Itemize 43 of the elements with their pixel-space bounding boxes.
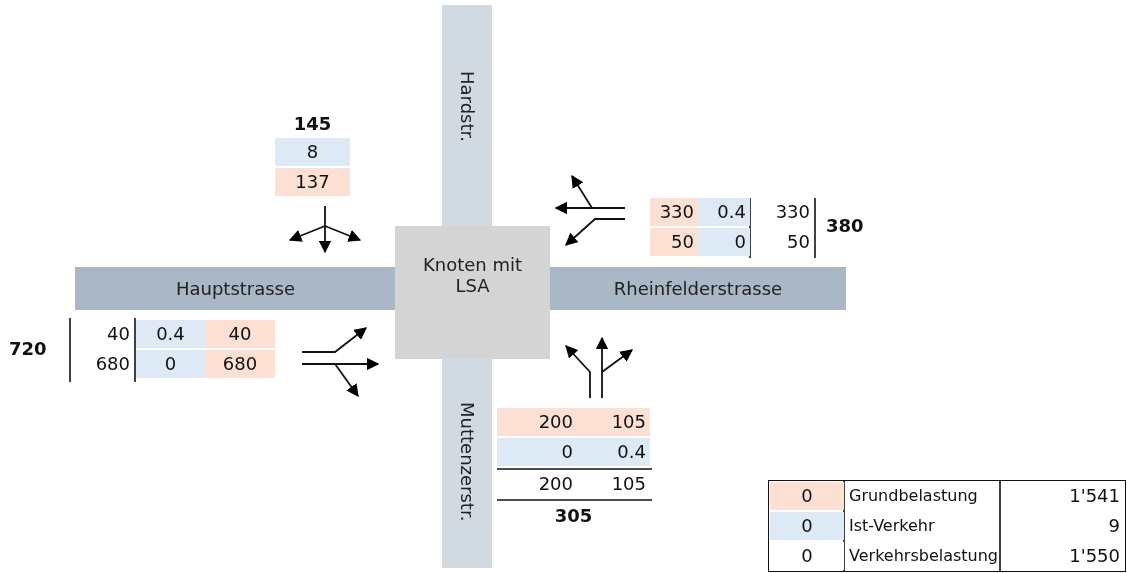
count-value: 0.4 xyxy=(136,320,205,348)
count-value: 0 xyxy=(136,350,205,378)
count-value: 105 xyxy=(610,472,647,496)
count-value: 105 xyxy=(577,408,650,436)
junction-box xyxy=(395,226,550,359)
total-value: 145 xyxy=(292,112,333,136)
legend-text: Grundbelastung xyxy=(848,485,979,507)
swatch-value: 0 xyxy=(800,544,814,568)
street-name: Muttenzerstr. xyxy=(456,402,478,522)
count-value: 50 xyxy=(786,230,811,254)
count-value: 0.4 xyxy=(577,438,650,466)
count-value: 200 xyxy=(497,408,577,436)
total-value: 380 xyxy=(825,214,865,238)
street-name: Hardstr. xyxy=(456,71,478,142)
count-value: 40 xyxy=(106,322,131,346)
legend-text: Verkehrsbelastung xyxy=(848,545,999,567)
legend-total: 1'541 xyxy=(1068,484,1121,508)
count-value: 0 xyxy=(698,228,750,256)
total-value: 720 xyxy=(8,337,48,361)
road-band xyxy=(442,358,492,568)
count-value: 200 xyxy=(537,472,574,496)
count-value: 40 xyxy=(205,320,275,348)
road-band xyxy=(75,267,396,310)
road-band xyxy=(442,5,492,227)
street-name: Hauptstrasse xyxy=(175,278,296,299)
count-value: 330 xyxy=(650,198,698,226)
count-value: 8 xyxy=(275,138,350,166)
legend-total: 1'550 xyxy=(1068,544,1121,568)
swatch-value: 0 xyxy=(800,484,814,508)
road-band xyxy=(550,267,846,310)
count-value: 50 xyxy=(650,228,698,256)
count-value: 137 xyxy=(275,168,350,196)
count-value: 680 xyxy=(94,352,131,376)
total-value: 305 xyxy=(553,504,594,528)
count-value: 680 xyxy=(205,350,275,378)
street-name: Rheinfelderstrasse xyxy=(613,278,783,299)
legend-text: Ist-Verkehr xyxy=(848,515,936,537)
junction-label: Knoten mit LSA xyxy=(421,253,524,296)
count-value: 0.4 xyxy=(698,198,750,226)
swatch-value: 0 xyxy=(800,514,814,538)
legend-total: 9 xyxy=(1107,514,1121,538)
count-value: 0 xyxy=(497,438,577,466)
count-value: 330 xyxy=(774,200,811,224)
